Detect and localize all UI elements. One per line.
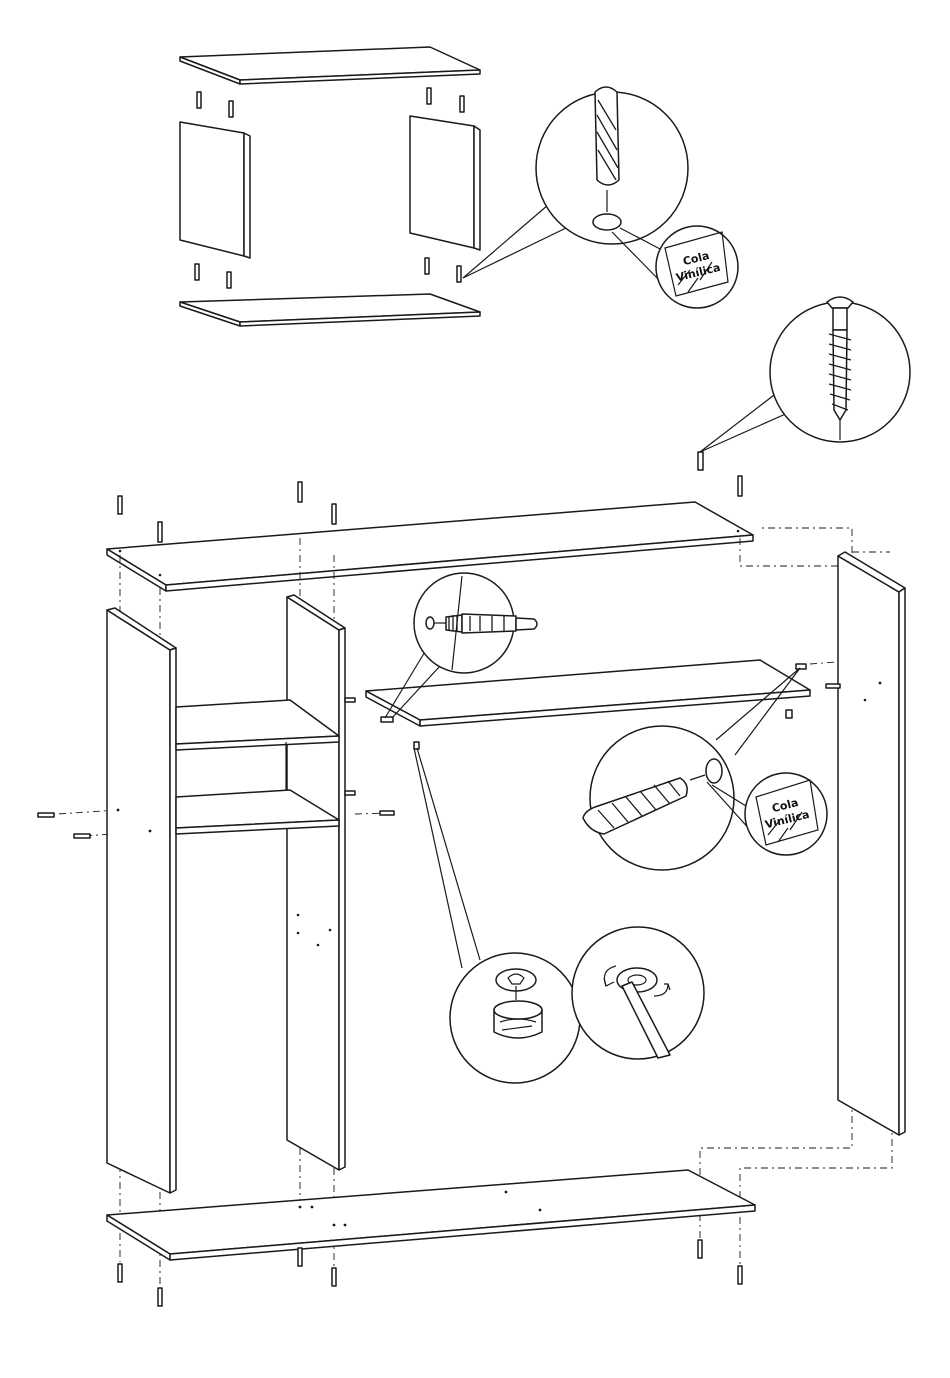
callout-screw [700,297,910,452]
screw-top-right [698,452,703,470]
middle-shelf-panel [366,660,851,749]
cam-lock-icon [494,969,542,1038]
small-bottom-panel [180,294,480,326]
large-left-side-panel [107,608,176,1193]
small-top-panel [180,47,480,84]
small-left-side-panel [180,122,250,258]
middle-divider-panel [287,595,345,1170]
large-top-panel [107,502,753,591]
large-right-side-panel [826,552,905,1135]
large-bottom-panel [107,1170,755,1260]
small-module [180,47,480,326]
small-dowels-top [197,88,464,117]
glue-bottle-callout-2: Cola Vinílica [745,773,827,855]
small-right-side-panel [410,116,480,250]
screwdriver-turn-callout [572,927,704,1059]
callout-dowel-glue: Cola Vinílica [463,87,738,308]
glue-bottle-callout-1: Cola Vinílica [656,226,738,308]
small-dowels-bottom [195,258,461,288]
